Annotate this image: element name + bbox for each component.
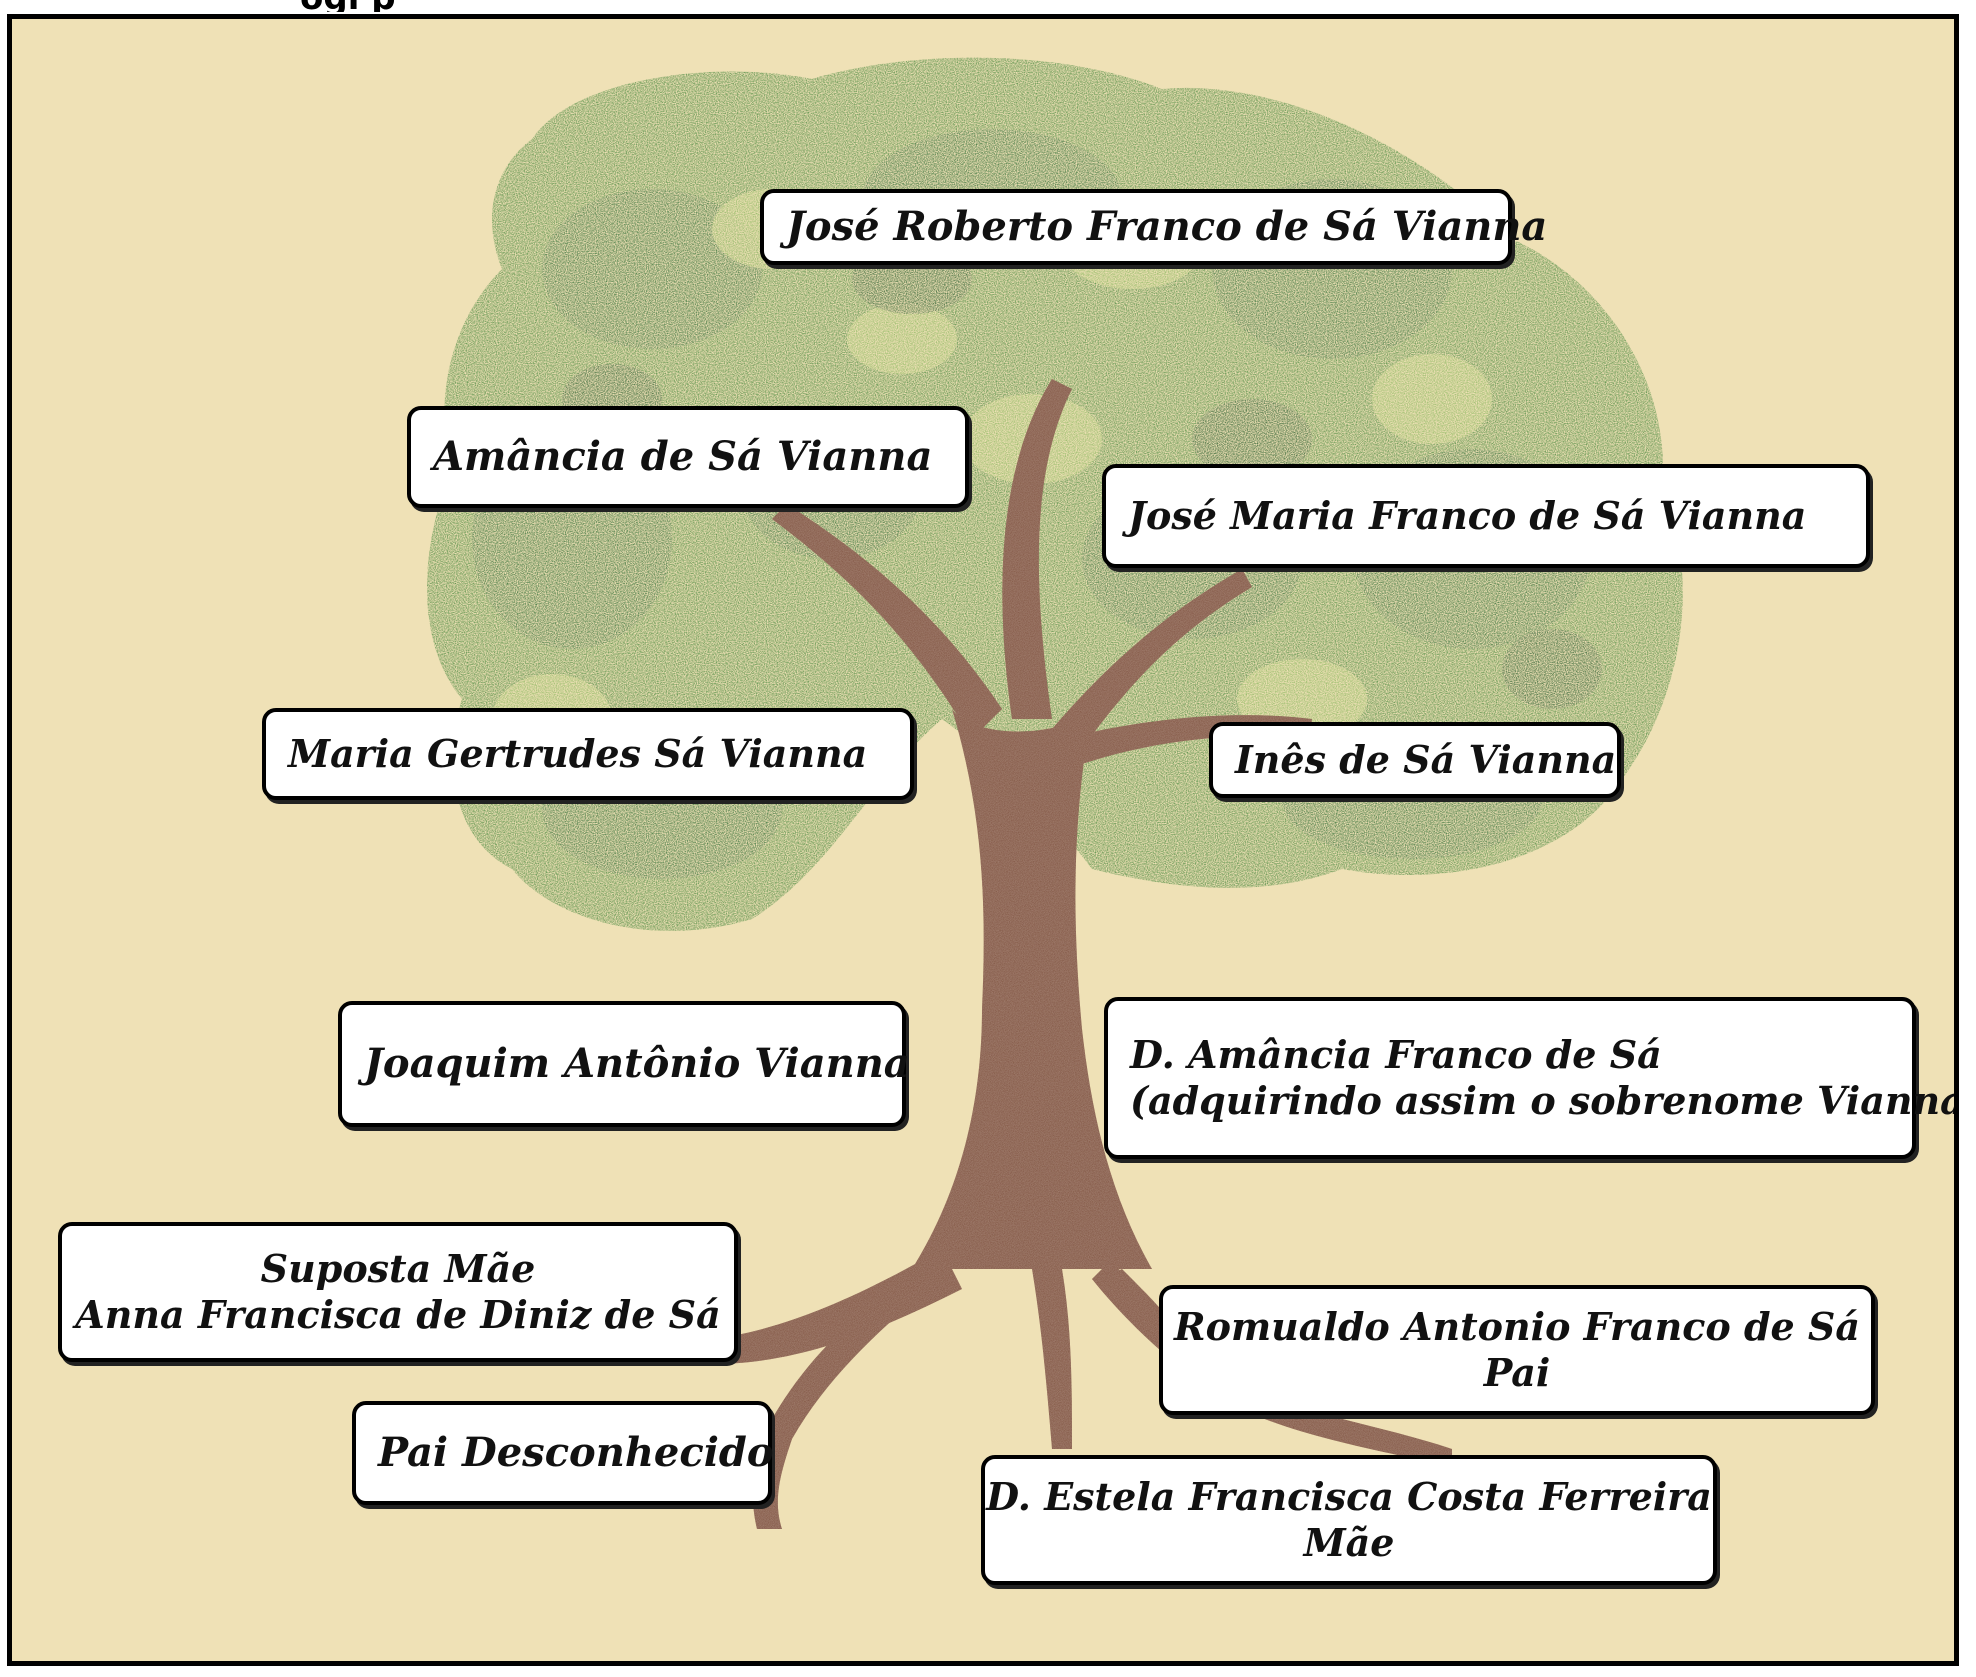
person-name: D. Estela Francisca Costa Ferreira [986, 1473, 1712, 1519]
family-tree-canvas: José Roberto Franco de Sá Vianna Amância… [7, 14, 1959, 1666]
label-amancia: Amância de Sá Vianna [407, 406, 969, 508]
tree-trunk [712, 379, 1452, 1529]
label-romualdo: Romualdo Antonio Franco de Sá Pai [1159, 1285, 1875, 1415]
person-name: Inês de Sá Vianna [1235, 736, 1617, 782]
person-role: Suposta Mãe [260, 1245, 536, 1291]
person-name: D. Amância Franco de Sá [1130, 1031, 1662, 1077]
label-joaquim: Joaquim Antônio Vianna [338, 1001, 910, 1127]
label-maria-gertrudes: Maria Gertrudes Sá Vianna [262, 708, 914, 800]
person-name: Anna Francisca de Diniz de Sá [75, 1292, 721, 1337]
label-d-amancia: D. Amância Franco de Sá (adquirindo assi… [1104, 997, 1959, 1159]
label-jose-maria: José Maria Franco de Sá Vianna [1102, 464, 1870, 568]
person-role: Pai [1483, 1350, 1551, 1395]
person-name: Romualdo Antonio Franco de Sá [1174, 1303, 1860, 1349]
label-estela: D. Estela Francisca Costa Ferreira Mãe [981, 1455, 1717, 1585]
person-name: Amância de Sá Vianna [433, 432, 933, 480]
cropped-title-strip: ogi p [0, 0, 1976, 12]
person-name: José Maria Franco de Sá Vianna [1128, 492, 1807, 538]
label-pai-desconhecido: Pai Desconhecido [352, 1401, 774, 1505]
person-name: Pai Desconhecido [378, 1428, 774, 1476]
person-note: (adquirindo assim o sobrenome Vianna), [1130, 1078, 1959, 1123]
person-name: Joaquim Antônio Vianna [364, 1039, 910, 1087]
cropped-title-text: ogi p [300, 0, 396, 12]
label-suposta-mae: Suposta Mãe Anna Francisca de Diniz de S… [58, 1222, 738, 1362]
label-ines: Inês de Sá Vianna [1209, 722, 1621, 798]
label-jose-roberto: José Roberto Franco de Sá Vianna [760, 189, 1548, 265]
person-name: Maria Gertrudes Sá Vianna [288, 730, 868, 776]
person-role: Mãe [1303, 1520, 1395, 1565]
person-name: José Roberto Franco de Sá Vianna [786, 202, 1548, 250]
